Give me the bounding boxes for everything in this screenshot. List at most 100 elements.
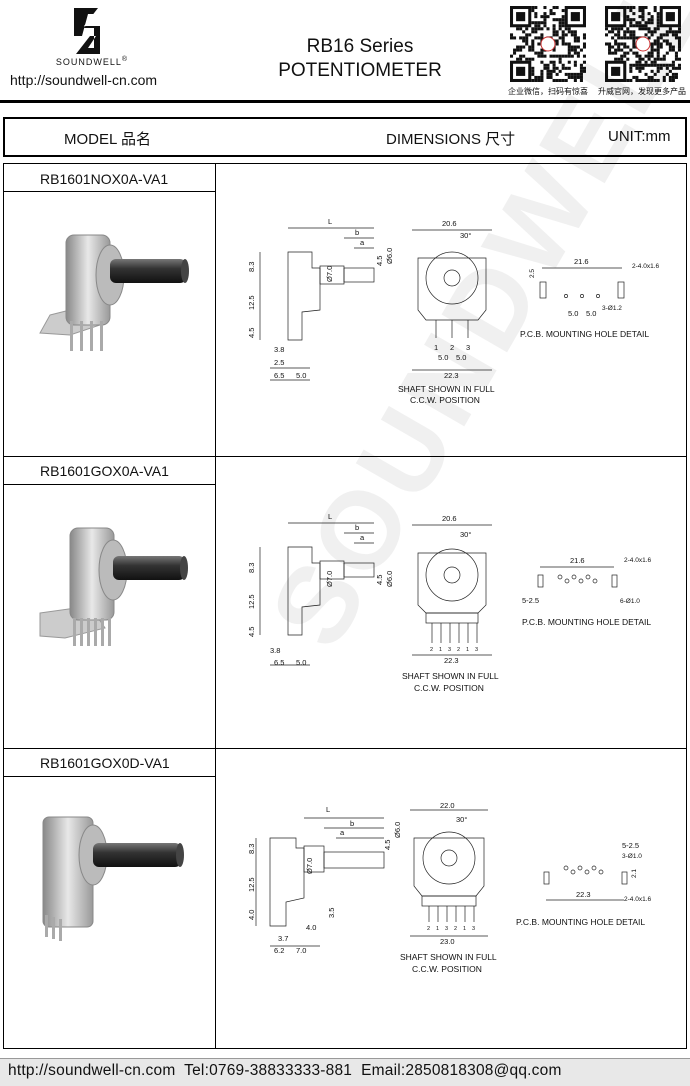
dim-h3: 4.5: [247, 328, 256, 338]
dim-h2: 12.5: [247, 594, 256, 609]
pcb-hole: 2-4.0x1.6: [632, 263, 659, 270]
pin-num: 2: [457, 647, 460, 653]
pcb-caption: P.C.B. MOUNTING HOLE DETAIL: [516, 917, 645, 927]
dim-shaft-dia: Ø6.0: [385, 248, 394, 264]
dim-width-top: 20.6: [442, 514, 457, 523]
pin-num-3: 3: [466, 343, 470, 352]
dim-angle: 30°: [460, 231, 471, 240]
pin-num: 2: [454, 926, 457, 932]
dim-w1: 3.8: [274, 345, 284, 354]
caption-shaft: SHAFT SHOWN IN FULL: [402, 671, 499, 681]
dim-h1: 8.3: [247, 844, 256, 854]
footer-contact: http://soundwell-cn.com Tel:0769-3883333…: [8, 1062, 562, 1079]
series-title: RB16 Series: [306, 36, 414, 57]
pcb-dia: 6-Ø1.0: [620, 598, 640, 605]
dim-w4: 7.0: [296, 946, 306, 955]
dim-L: L: [326, 805, 330, 814]
dim-b: b: [355, 523, 359, 532]
row3-name-divider: [3, 776, 215, 777]
row2-name-divider: [3, 484, 215, 485]
dim-width-top: 20.6: [442, 219, 457, 228]
unit-label: UNIT:mm: [608, 128, 671, 145]
model-column-header: MODEL 品名: [64, 131, 151, 148]
dim-side: 3.5: [327, 908, 336, 918]
pcb-h: 2.1: [631, 869, 638, 878]
caption-shaft: SHAFT SHOWN IN FULL: [400, 952, 497, 962]
dimension-drawing-row3: L b a 8.3 12.5 4.0 4.5 Ø6.0 Ø7.0 3.5 3.7…: [240, 798, 680, 988]
soundwell-logo: [70, 6, 110, 56]
dim-h2: 12.5: [247, 295, 256, 310]
header-url[interactable]: http://soundwell-cn.com: [10, 72, 158, 88]
product-photo-row1: [30, 225, 200, 370]
dim-shaft: 4.5: [375, 256, 384, 266]
table-column-divider: [215, 163, 216, 1049]
dim-h3: 4.5: [247, 627, 256, 637]
caption-position: C.C.W. POSITION: [414, 683, 484, 693]
dim-w1: 3.7: [278, 934, 288, 943]
pin-num: 3: [448, 647, 451, 653]
pcb-width: 21.6: [570, 556, 585, 565]
dimensions-column-header: DIMENSIONS 尺寸: [386, 131, 516, 148]
pcb-pitch: 5-2.5: [622, 841, 639, 850]
product-photo-row2: [35, 518, 205, 663]
pin-num: 3: [472, 926, 475, 932]
dim-shaft-dia: Ø6.0: [393, 822, 402, 838]
pin-num: 1: [439, 647, 442, 653]
dim-bush-dia: Ø7.0: [325, 266, 334, 282]
dim-b: b: [350, 819, 354, 828]
pin-num: 1: [463, 926, 466, 932]
model-name-row2: RB1601GOX0A-VA1: [40, 463, 169, 479]
dim-w2: 2.5: [274, 358, 284, 367]
dimension-drawing-row1: L b a 8.3 12.5 4.5 4.5 Ø6.0 Ø7.0 3.8 2.5…: [240, 210, 680, 415]
dim-L: L: [328, 217, 332, 226]
side-view-row1: [259, 227, 375, 381]
dim-b: b: [355, 228, 359, 237]
pcb-caption: P.C.B. MOUNTING HOLE DETAIL: [520, 329, 649, 339]
dim-pins2: 5.0: [456, 353, 466, 362]
dim-w1: 3.8: [270, 646, 280, 655]
pin-num: 1: [466, 647, 469, 653]
qr-caption-wechat: 企业微信，扫码有惊喜: [508, 87, 588, 96]
qr-caption-website: 升威官网，发现更多产品: [598, 87, 686, 96]
pcb-hole: 2-4.0x1.6: [624, 896, 651, 903]
dim-a: a: [340, 828, 345, 837]
website-qr-code: [605, 6, 681, 82]
pin-num: 3: [445, 926, 448, 932]
dim-shaft-dia: Ø6.0: [385, 571, 394, 587]
pin-num: 2: [430, 647, 433, 653]
dim-w4: 5.0: [296, 371, 306, 380]
table-border-top: [3, 163, 687, 164]
dim-width-top: 22.0: [440, 801, 455, 810]
row-divider-2: [3, 748, 687, 749]
dim-width-bottom: 23.0: [440, 937, 455, 946]
dim-width-bottom: 22.3: [444, 656, 459, 665]
pin-num: 1: [436, 926, 439, 932]
caption-position: C.C.W. POSITION: [412, 964, 482, 974]
model-name-row3: RB1601GOX0D-VA1: [40, 755, 170, 771]
dim-shaft: 4.5: [375, 575, 384, 585]
brand-name: SOUNDWELL®: [55, 56, 129, 67]
caption-position: C.C.W. POSITION: [410, 395, 480, 405]
pin-num-1: 1: [434, 343, 438, 352]
footer-bar: [0, 1058, 690, 1086]
table-border-left: [3, 163, 4, 1049]
table-border-bottom: [3, 1048, 687, 1049]
pcb-p1: 5.0: [568, 309, 578, 318]
wechat-qr-code: [510, 6, 586, 82]
dim-angle: 30°: [460, 530, 471, 539]
pcb-pitch: 5-2.5: [522, 596, 539, 605]
dim-h1: 8.3: [247, 262, 256, 272]
pin-num-2: 2: [450, 343, 454, 352]
caption-shaft: SHAFT SHOWN IN FULL: [398, 384, 495, 394]
dim-w3: 6.2: [274, 946, 284, 955]
dim-h2: 12.5: [247, 877, 256, 892]
pcb-detail-row1: [539, 267, 625, 299]
pcb-dia: 3-Ø1.0: [622, 853, 642, 860]
pin-num: 2: [427, 926, 430, 932]
pcb-h: 2.5: [529, 269, 536, 278]
pcb-p2: 5.0: [586, 309, 596, 318]
dim-w4: 5.0: [296, 658, 306, 667]
pin-num: 3: [475, 647, 478, 653]
pcb-width: 22.3: [576, 890, 591, 899]
product-photo-row3: [35, 805, 205, 950]
